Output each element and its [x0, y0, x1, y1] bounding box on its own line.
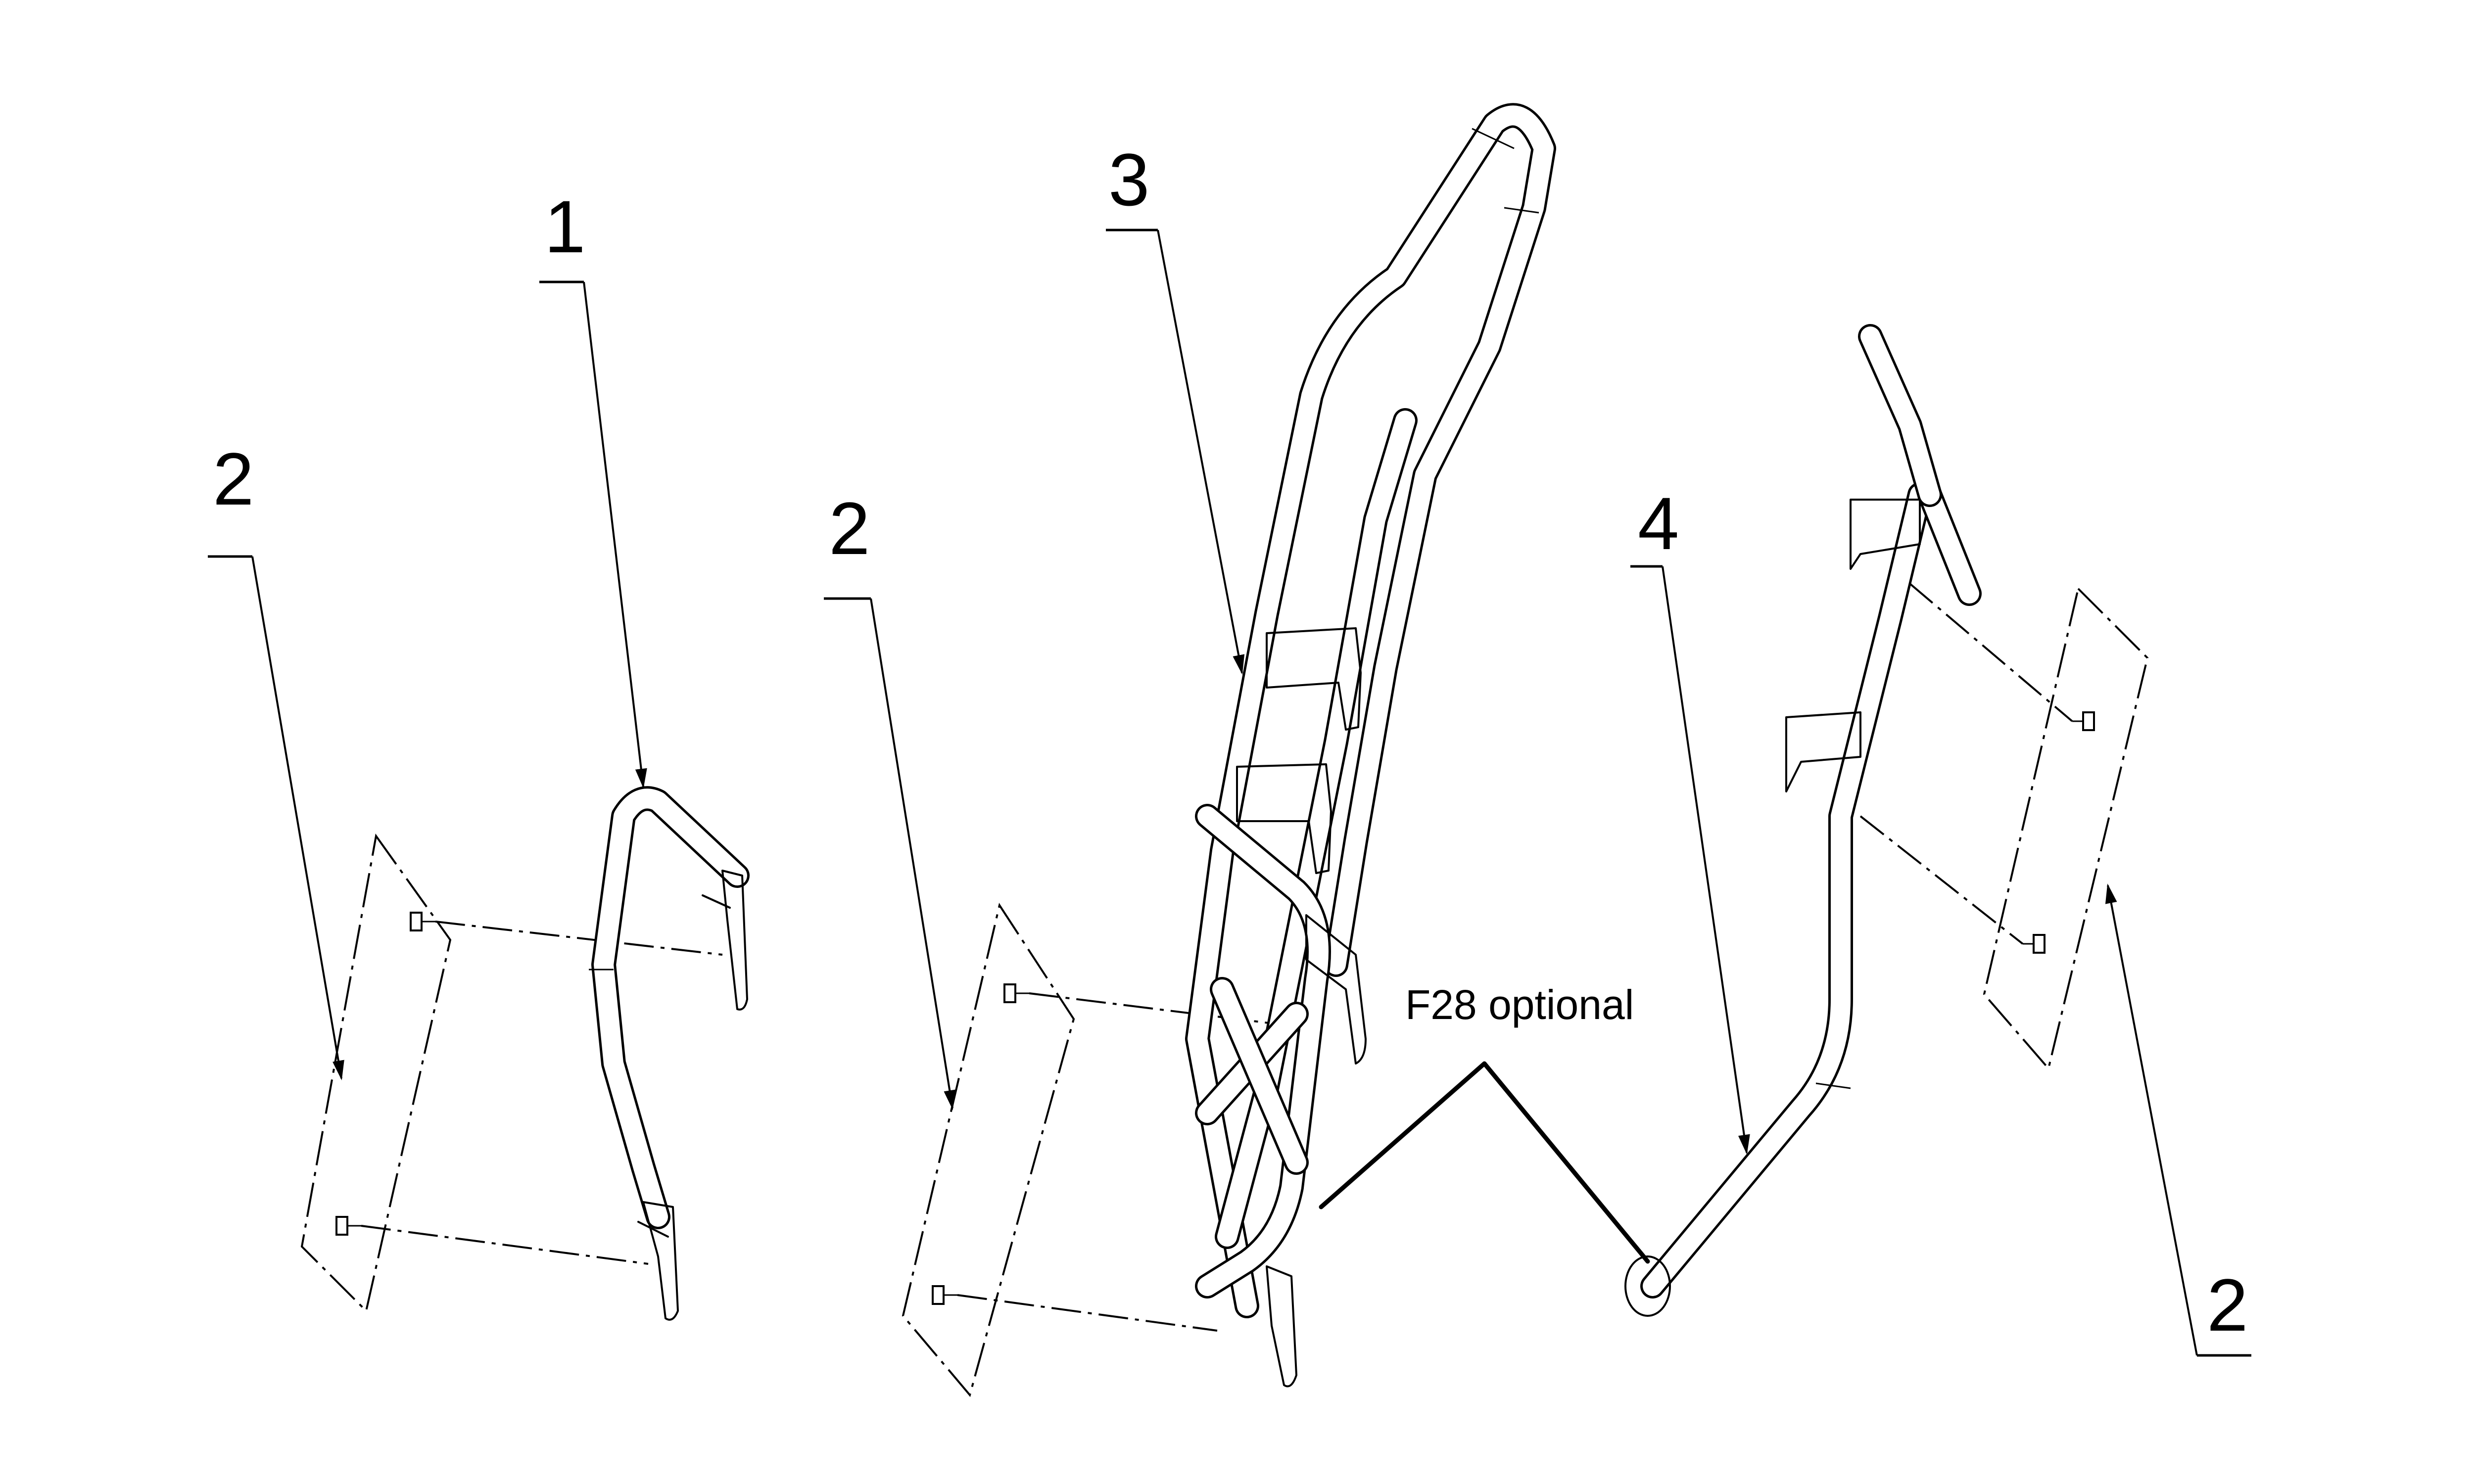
- part-4-bracket: [1640, 482, 1932, 1298]
- callout-4-label: 4: [1638, 482, 1679, 565]
- part-3-hook-lower: [1305, 914, 1367, 1065]
- bolt-middle-upper: [1003, 983, 1029, 1003]
- mounting-plate-middle: [902, 902, 1075, 1397]
- mounting-plate-left: [300, 833, 452, 1313]
- callout-1-label: 1: [544, 185, 585, 268]
- bolt-right-lower: [2023, 934, 2046, 954]
- callout-2-left: 2: [208, 437, 344, 1080]
- part-3-hook-upper: [1266, 627, 1362, 731]
- bolt-right-upper: [2072, 711, 2095, 731]
- callout-1: 1: [539, 185, 647, 788]
- callout-2-middle: 2: [824, 487, 956, 1110]
- right-assembly: [1624, 324, 2149, 1317]
- part-4-hook-upper: [1850, 499, 1921, 570]
- callout-3-label: 3: [1108, 138, 1149, 221]
- bolt-left-lower: [335, 1216, 361, 1236]
- part-4-hook-lower: [1785, 711, 1861, 792]
- callout-3: 3: [1106, 138, 1245, 675]
- callout-2-middle-label: 2: [829, 487, 870, 570]
- part-3-hook-middle: [1236, 763, 1332, 874]
- mounting-plate-right: [1983, 587, 2149, 1071]
- left-assembly: [300, 786, 750, 1321]
- note-f28-optional: F28 optional: [1405, 981, 1634, 1028]
- callout-2-right-label: 2: [2207, 1263, 2248, 1346]
- callout-2-right: 2: [2105, 883, 2251, 1357]
- callout-2-left-label: 2: [213, 437, 254, 520]
- middle-assembly: [902, 103, 1556, 1397]
- callout-4: 4: [1630, 482, 1750, 1155]
- note-leader: [1319, 1061, 1650, 1264]
- bolt-middle-lower: [932, 1285, 957, 1305]
- bolt-left-upper: [410, 912, 435, 931]
